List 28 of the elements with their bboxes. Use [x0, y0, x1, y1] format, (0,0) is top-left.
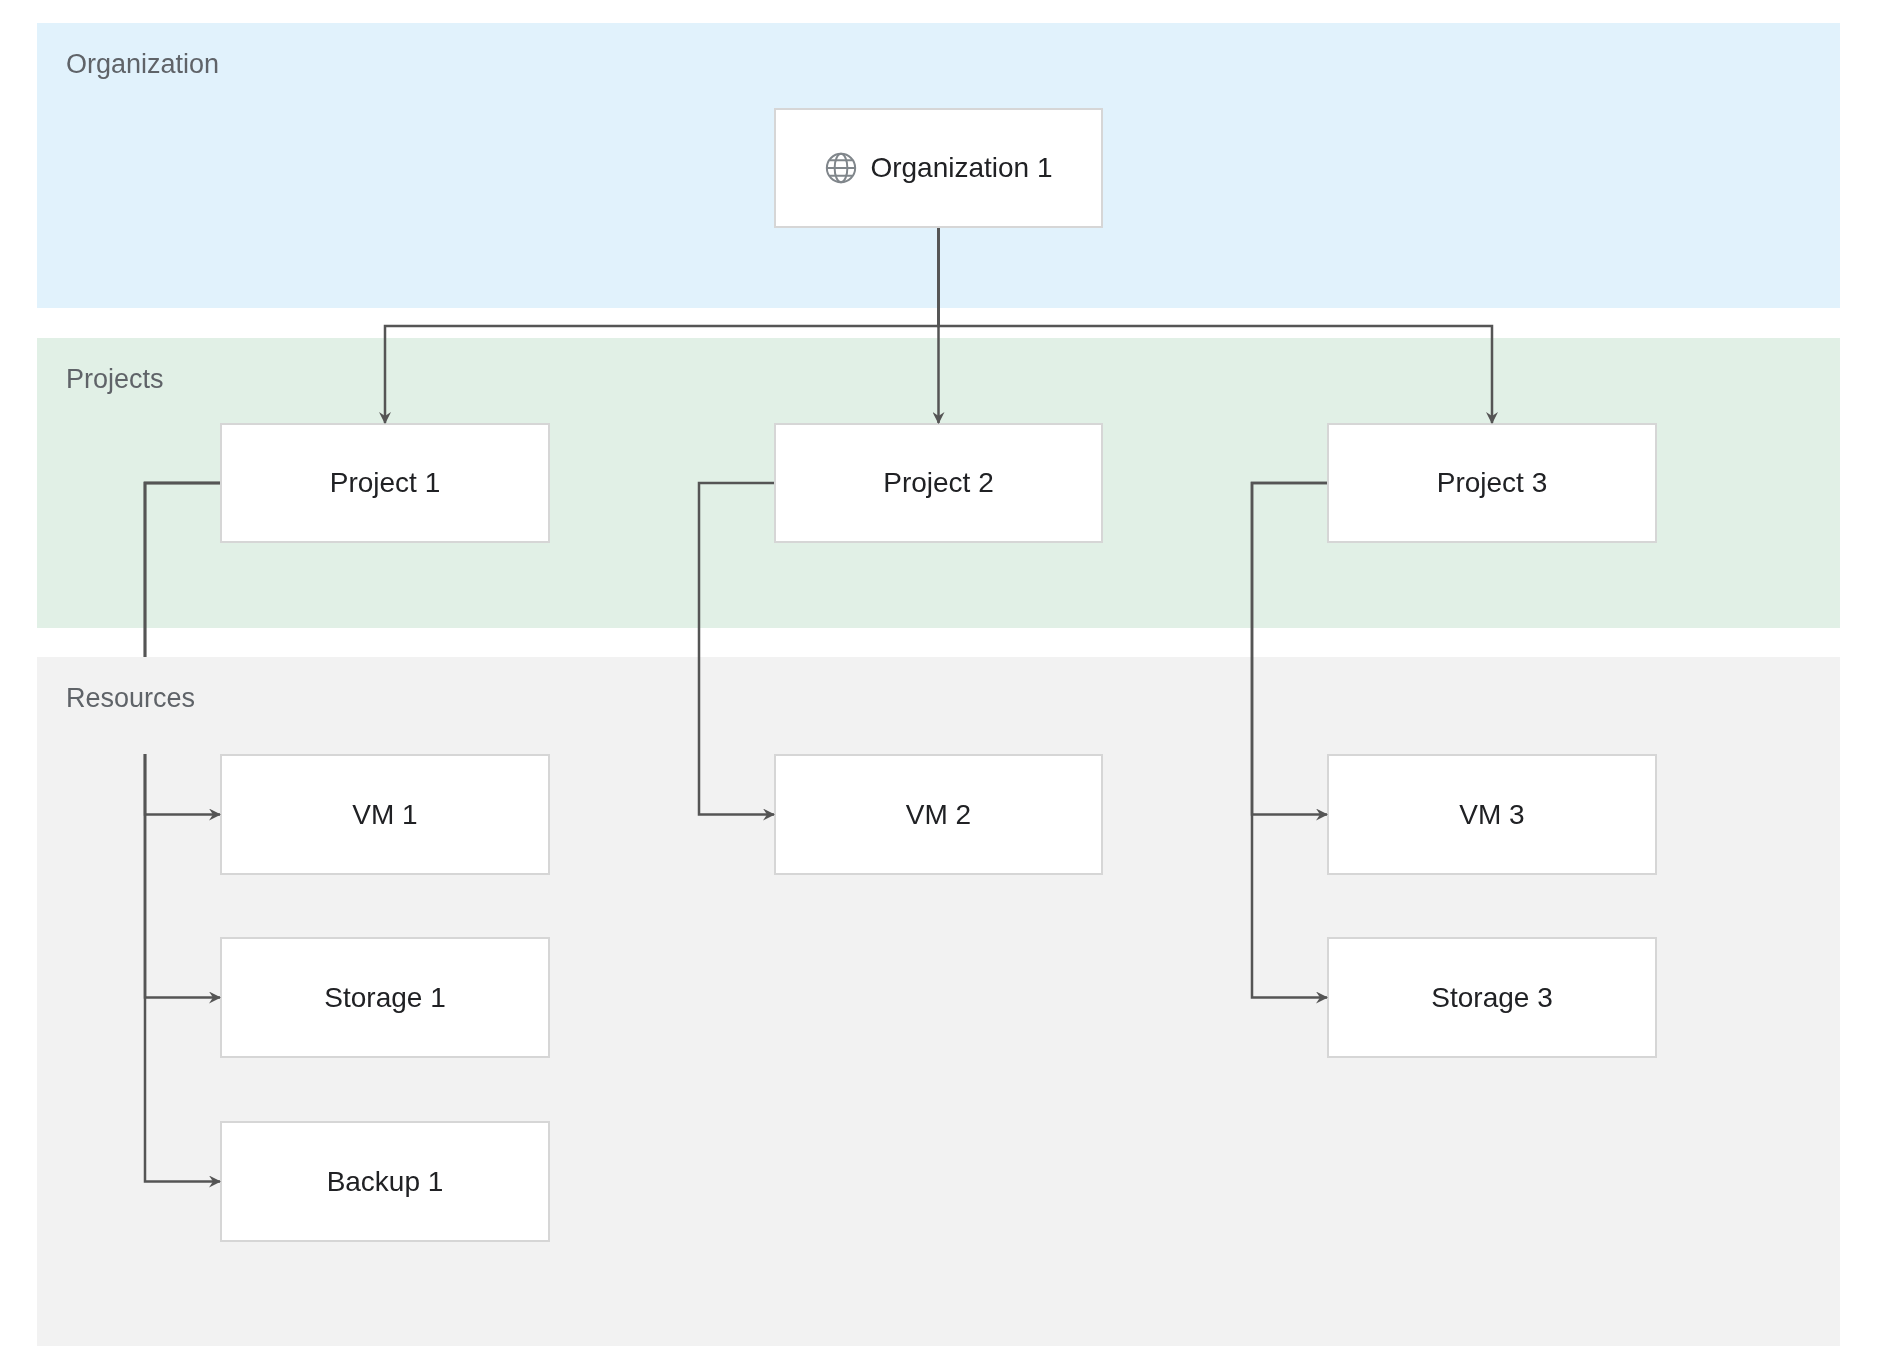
- resource-box: [1327, 423, 1657, 543]
- resource-box: [220, 1121, 550, 1242]
- box-label: Backup 1: [326, 1164, 444, 1199]
- layer-band: [37, 338, 1840, 628]
- resource-box: [220, 423, 550, 543]
- box-label: Organization 1: [870, 151, 1053, 185]
- resource-box: [1327, 754, 1657, 875]
- layer-band: [37, 657, 1840, 1346]
- resource-box: [774, 754, 1103, 875]
- connector-arrow: [697, 481, 775, 821]
- box-label: Project 2: [883, 466, 994, 500]
- resource-box: [774, 423, 1103, 543]
- resource-box: [1327, 937, 1657, 1058]
- box-label: VM 2: [905, 797, 972, 832]
- connector-arrow: [143, 481, 221, 1188]
- box-label: Project 3: [1436, 466, 1548, 500]
- connector-arrow: [1250, 481, 1328, 1004]
- layer-band: [37, 23, 1840, 308]
- box-label: VM 1: [352, 797, 418, 832]
- resource-box: [220, 937, 550, 1058]
- connector-arrow: [937, 228, 1498, 424]
- box-label: Project 1: [329, 466, 441, 500]
- box-label: VM 3: [1459, 797, 1525, 832]
- box-label: Storage 1: [324, 980, 446, 1015]
- resource-box: [220, 754, 550, 875]
- resource-box: [774, 108, 1103, 228]
- layer-heading: Resources: [66, 657, 196, 754]
- box-label: Storage 3: [1431, 980, 1553, 1015]
